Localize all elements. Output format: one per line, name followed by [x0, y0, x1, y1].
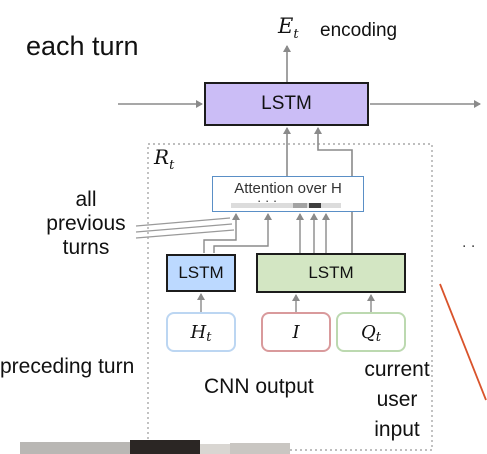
encoding-symbol-sub: t	[293, 27, 299, 42]
input-q-symbol: Q	[361, 321, 376, 343]
previous-turns-line-1	[135, 217, 231, 227]
input-h-symbol: H	[190, 321, 207, 343]
attn-link-a	[203, 213, 240, 253]
continuation-dots: . .	[462, 234, 476, 251]
attn-link-b	[213, 213, 272, 253]
current-user-input-label: current user input	[352, 358, 442, 442]
previous-turns-line-2	[135, 223, 233, 233]
input-h-sub: t	[206, 329, 212, 345]
cropped-photo-strip	[20, 440, 290, 454]
preceding-turn-label: preceding turn	[0, 355, 135, 378]
top-lstm-box: LSTM	[204, 82, 369, 126]
current-user-input-line-3: input	[374, 418, 420, 441]
title: each turn	[26, 31, 139, 61]
current-user-input-line-1: current	[364, 358, 430, 381]
attention-label: Attention over H	[234, 180, 342, 197]
region-symbol-letter: R	[154, 145, 170, 169]
current-user-input-line-2: user	[376, 388, 418, 411]
all-previous-turns-line-3: turns	[62, 236, 110, 259]
cnn-output-label: CNN output	[204, 375, 314, 398]
input-q-sub: t	[375, 329, 381, 345]
current-turn-lstm-box: LSTM	[256, 253, 406, 293]
attention-bar-mid	[293, 203, 307, 208]
previous-turns-line-3	[135, 229, 235, 239]
all-previous-turns-label: all previous turns	[40, 188, 132, 260]
attention-box: Attention over H · · ·	[212, 176, 364, 212]
all-previous-turns-line-1: all	[75, 188, 97, 211]
encoding-label: encoding	[320, 20, 398, 41]
all-previous-turns-line-2: previous	[46, 212, 126, 235]
input-i-symbol: I	[292, 321, 300, 343]
encoding-symbol: Et	[278, 14, 299, 42]
encoding-symbol-letter: E	[278, 14, 294, 38]
preceding-turn-lstm-box: LSTM	[166, 254, 236, 292]
input-i-box: I	[261, 312, 331, 352]
attention-bar-peak	[309, 203, 321, 208]
attention-bar	[231, 203, 341, 208]
callout-line	[439, 283, 487, 401]
region-symbol-sub: t	[169, 158, 175, 173]
region-symbol: Rt	[154, 145, 174, 173]
